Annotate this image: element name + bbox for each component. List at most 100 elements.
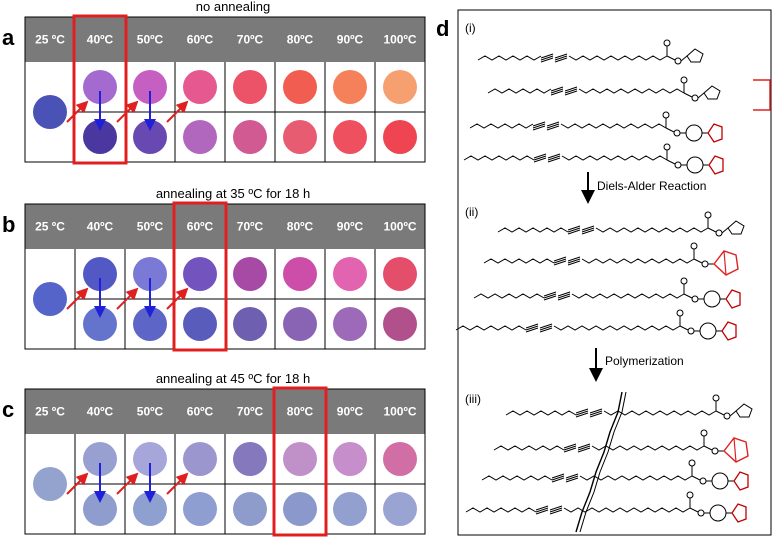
- sample-circle-row1: [233, 70, 267, 104]
- panel-d-frame: [457, 9, 772, 536]
- sample-circle-row1: [183, 257, 217, 291]
- red-arrow: [116, 287, 139, 310]
- molecule-chain: [493, 429, 749, 463]
- temperature-header: 80ºC: [287, 405, 314, 419]
- highlight-box: [72, 14, 128, 165]
- panel-d-letter: d: [436, 16, 449, 41]
- red-arrow: [166, 287, 189, 310]
- sample-circle-row1: [333, 257, 367, 291]
- molecule-chain: [481, 459, 749, 491]
- temperature-header: 60ºC: [187, 33, 214, 47]
- temperature-header: 90ºC: [337, 220, 364, 234]
- temperature-header: 25 ºC: [35, 220, 65, 234]
- sample-circle-row1: [383, 70, 417, 104]
- red-arrow: [66, 100, 89, 123]
- molecule-chain: [473, 277, 741, 309]
- sample-circle-initial: [33, 467, 67, 501]
- temperature-header: 90ºC: [337, 33, 364, 47]
- sample-circle-row2: [233, 492, 267, 526]
- sample-circle-row1: [383, 442, 417, 476]
- panel-a-title: no annealing: [196, 0, 270, 14]
- red-arrow: [166, 100, 189, 123]
- sample-circle-row2: [183, 307, 217, 341]
- sample-circle-row1: [133, 442, 167, 476]
- sample-circle-initial: [33, 95, 67, 129]
- sample-circle-initial: [33, 282, 67, 316]
- temperature-header: 60ºC: [187, 405, 214, 419]
- highlight-box: [172, 201, 228, 352]
- sample-circle-row2: [133, 492, 167, 526]
- sample-circle-row1: [383, 257, 417, 291]
- temperature-header: 70ºC: [237, 220, 264, 234]
- sample-circle-row1: [283, 257, 317, 291]
- molecule-chain: [455, 309, 737, 341]
- sample-circle-row2: [383, 120, 417, 154]
- sample-circle-row2: [283, 307, 317, 341]
- temperature-header: 70ºC: [237, 33, 264, 47]
- sample-circle-row2: [83, 120, 117, 154]
- sample-circle-row1: [233, 257, 267, 291]
- red-arrow: [116, 472, 139, 495]
- panel-c-title: annealing at 45 ºC for 18 h: [156, 371, 310, 386]
- panel-a-letter: a: [2, 25, 15, 50]
- temperature-header: 25 ºC: [35, 405, 65, 419]
- temperature-header: 80ºC: [287, 220, 314, 234]
- sample-circle-row2: [83, 307, 117, 341]
- temperature-header: 100ºC: [383, 405, 416, 419]
- molecule-chain: [463, 143, 724, 175]
- temperature-header: 50ºC: [137, 33, 164, 47]
- sample-circle-row1: [83, 442, 117, 476]
- temperature-header: 100ºC: [383, 33, 416, 47]
- molecule-chain: [469, 111, 723, 143]
- sample-circle-row1: [333, 70, 367, 104]
- temperature-header: 70ºC: [237, 405, 264, 419]
- highlight-box: [272, 386, 328, 537]
- header-bar: [25, 389, 425, 434]
- molecule-chain: [477, 39, 704, 65]
- sample-circle-row2: [333, 120, 367, 154]
- header-bar: [25, 17, 425, 62]
- sample-circle-row2: [283, 120, 317, 154]
- sample-circle-row2: [183, 120, 217, 154]
- red-arrow: [66, 472, 89, 495]
- sample-circle-row2: [383, 307, 417, 341]
- molecule-chain: [497, 211, 745, 237]
- molecule-chain: [487, 76, 721, 102]
- step-iii-label: (iii): [465, 392, 481, 406]
- molecule-chain: [465, 491, 747, 523]
- sample-circle-row2: [133, 307, 167, 341]
- panel-c-letter: c: [2, 397, 14, 422]
- sample-circle-row1: [133, 70, 167, 104]
- polymerization-label: Polymerization: [605, 354, 684, 368]
- diels-alder-label: Diels-Alder Reaction: [597, 179, 706, 193]
- sample-circle-row2: [333, 492, 367, 526]
- sample-circle-row1: [283, 442, 317, 476]
- sample-circle-row1: [283, 70, 317, 104]
- pairing-bracket: [753, 79, 771, 111]
- sample-circle-row1: [83, 70, 117, 104]
- red-arrow: [66, 287, 89, 310]
- sample-circle-row1: [133, 257, 167, 291]
- sample-circle-row1: [83, 257, 117, 291]
- temperature-header: 40ºC: [87, 220, 114, 234]
- temperature-header: 25 ºC: [35, 33, 65, 47]
- sample-circle-row2: [283, 492, 317, 526]
- temperature-header: 40ºC: [87, 33, 114, 47]
- temperature-header: 40ºC: [87, 405, 114, 419]
- temperature-header: 100ºC: [383, 220, 416, 234]
- sample-circle-row1: [183, 442, 217, 476]
- molecule-chain: [483, 242, 739, 276]
- sample-circle-row2: [83, 492, 117, 526]
- sample-circle-row2: [383, 492, 417, 526]
- polymer-backbone: [575, 391, 623, 533]
- sample-circle-row2: [133, 120, 167, 154]
- temperature-header: 50ºC: [137, 220, 164, 234]
- panel-b-letter: b: [2, 212, 15, 237]
- temperature-header: 90ºC: [337, 405, 364, 419]
